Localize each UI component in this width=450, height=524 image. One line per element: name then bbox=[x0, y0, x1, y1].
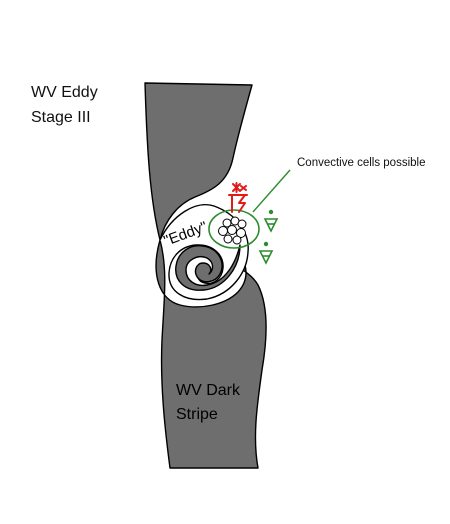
spiral-dark-band bbox=[175, 244, 241, 291]
callout-leader-line bbox=[252, 169, 291, 213]
stage-title-line1: WV Eddy bbox=[31, 84, 98, 101]
convective-cells-cluster bbox=[218, 216, 247, 245]
stage-title-line2: Stage III bbox=[31, 109, 91, 126]
rain-shower-icon-lower bbox=[258, 241, 274, 265]
convective-cells-label: Convective cells possible bbox=[297, 157, 425, 169]
dark-stripe-label-line1: WV Dark bbox=[176, 382, 241, 399]
convective-area-ellipse bbox=[208, 209, 260, 249]
thunderstorm-lightning-icon bbox=[228, 182, 248, 213]
dark-stripe-shape bbox=[144, 82, 267, 469]
dark-stripe-label-line2: Stripe bbox=[176, 406, 218, 423]
rain-shower-icon-upper bbox=[263, 209, 279, 233]
